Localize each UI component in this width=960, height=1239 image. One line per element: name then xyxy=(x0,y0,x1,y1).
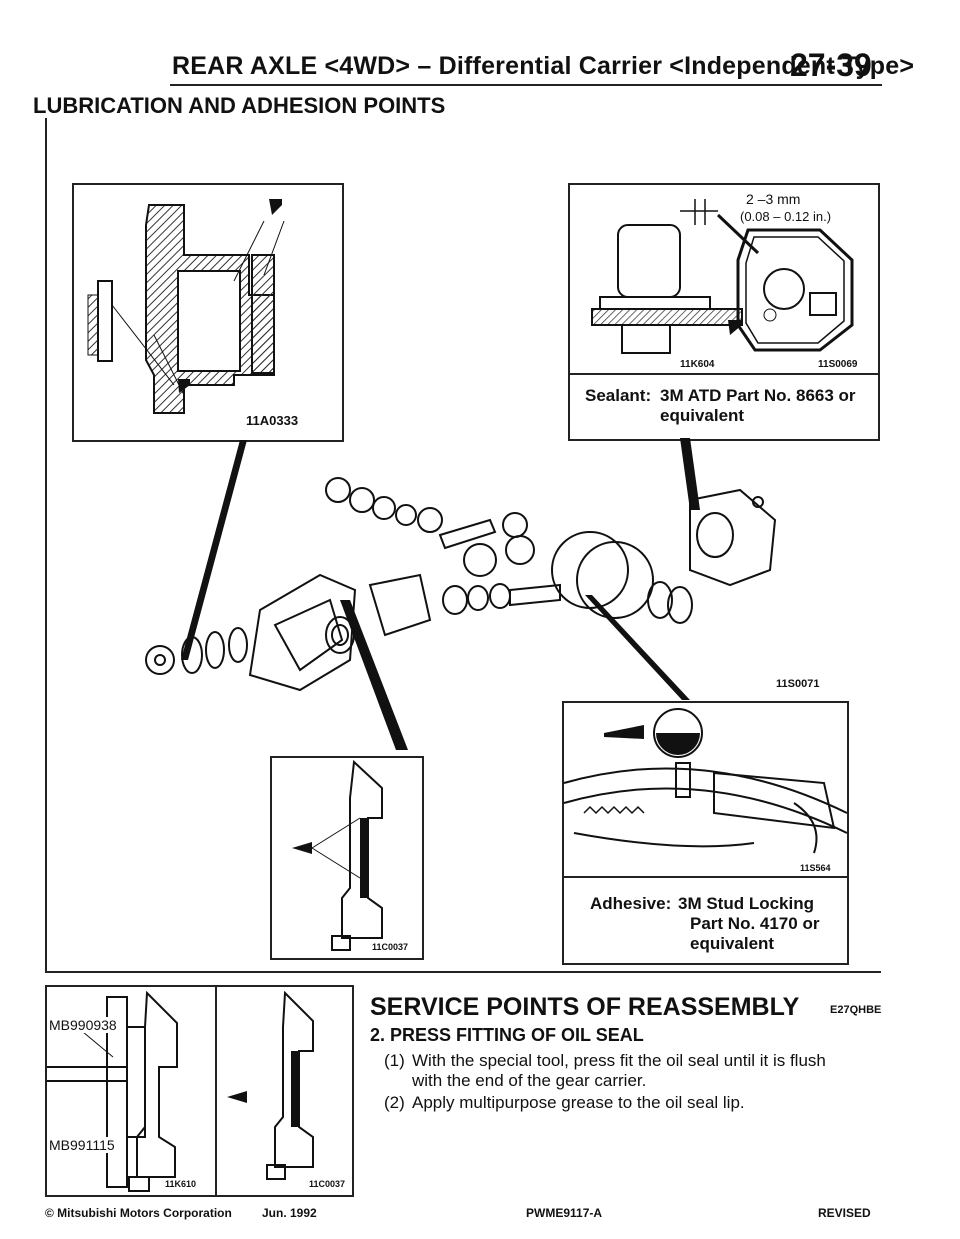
sealant-figure: 2 –3 mm (0.08 – 0.12 in.) 11K604 11S0069… xyxy=(568,183,880,441)
axle-shaft-seal-drawing xyxy=(87,199,285,414)
special-tool-figure: MB990938 MB991115 11K610 11C0037 xyxy=(45,985,354,1197)
figure-code-11s0071: 11S0071 xyxy=(776,678,820,690)
figure-code-11k604: 11K604 xyxy=(680,359,715,370)
sealant-value-line1: 3M ATD Part No. 8663 or xyxy=(660,386,856,405)
footer-date: Jun. 1992 xyxy=(262,1206,317,1220)
oil-seal-drawing xyxy=(292,759,383,951)
service-section-code: E27QHBE xyxy=(830,1004,882,1016)
page-header-title: REAR AXLE <4WD> – Differential Carrier <… xyxy=(172,52,915,80)
figure-code-11a0333: 11A0333 xyxy=(246,413,299,428)
adhesive-value-line3: equivalent xyxy=(690,934,775,953)
footer-doc-id: PWME9117-A xyxy=(526,1206,603,1220)
tool-label-mb991115: MB991115 xyxy=(49,1137,115,1153)
tool-label-mb990938: MB990938 xyxy=(49,1017,117,1033)
step-title: 2. PRESS FITTING OF OIL SEAL xyxy=(370,1025,644,1045)
section-title: LUBRICATION AND ADHESION POINTS xyxy=(33,93,446,118)
adhesive-figure: 11S564 Adhesive: 3M Stud Locking Part No… xyxy=(562,701,849,965)
figure-code-11s0069: 11S0069 xyxy=(818,359,858,370)
sealant-value-line2: equivalent xyxy=(660,406,745,425)
gap-dimension-inches: (0.08 – 0.12 in.) xyxy=(740,209,832,224)
page-number: 27-39 xyxy=(790,47,872,83)
frame-left-rule xyxy=(45,118,47,972)
sealant-label: Sealant: xyxy=(585,386,652,405)
step-2-number: (2) xyxy=(384,1093,405,1112)
figure-code-11c0037: 11C0037 xyxy=(372,942,409,952)
gap-dimension: 2 –3 mm xyxy=(746,191,801,207)
footer-copyright: © Mitsubishi Motors Corporation xyxy=(45,1206,232,1220)
special-tool-divider xyxy=(215,987,217,1195)
frame-bottom-rule xyxy=(45,971,881,973)
axle-shaft-seal-figure: 11A0333 xyxy=(72,183,344,442)
step-1-number: (1) xyxy=(384,1051,405,1070)
adhesive-divider xyxy=(564,876,847,878)
header-rule xyxy=(170,84,882,86)
sealant-divider xyxy=(570,373,878,375)
step-1-text-line2: with the end of the gear carrier. xyxy=(412,1071,647,1090)
adhesive-value-line1: 3M Stud Locking xyxy=(678,894,814,913)
figure-code-11s564: 11S564 xyxy=(800,863,831,873)
adhesive-label: Adhesive: xyxy=(590,894,672,913)
figure-code-11k610: 11K610 xyxy=(165,1179,197,1189)
step-1-text-line1: With the special tool, press fit the oil… xyxy=(412,1051,826,1070)
figure-code-11c0037-bottom: 11C0037 xyxy=(309,1179,346,1189)
ring-gear-bolt-drawing xyxy=(563,708,848,854)
adhesive-value-line2: Part No. 4170 or xyxy=(690,914,820,933)
step-2-text-line1: Apply multipurpose grease to the oil sea… xyxy=(412,1093,745,1112)
footer-revised: REVISED xyxy=(818,1206,871,1220)
oil-seal-figure: 11C0037 xyxy=(270,756,424,960)
service-section-title: SERVICE POINTS OF REASSEMBLY xyxy=(370,993,800,1021)
sealant-cover-drawing xyxy=(591,199,854,354)
